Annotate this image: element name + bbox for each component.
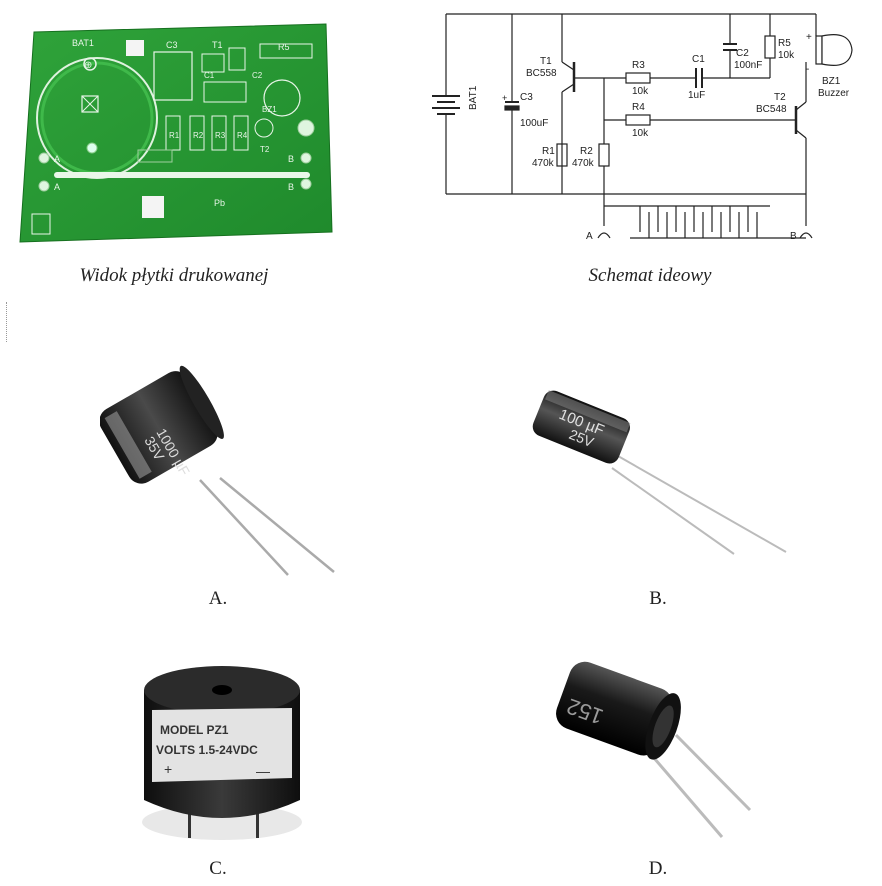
schem-c2: C2: [736, 48, 749, 59]
option-a-label: A.: [208, 588, 228, 609]
schematic-caption: Schemat ideowy: [588, 265, 712, 286]
pcb-label-pb: Pb: [214, 198, 225, 208]
schem-r3-val: 10k: [632, 86, 649, 97]
pcb-label-r1: R1: [169, 131, 180, 140]
schem-t1-type: BC558: [526, 68, 557, 79]
pcb-label-r2: R2: [193, 131, 204, 140]
schem-bz1: BZ1: [822, 76, 841, 87]
component-a-capacitor-photo: 1000 µF 35V: [100, 365, 335, 576]
schem-r3: R3: [632, 60, 645, 71]
pcb-label-bz1: BZ1: [262, 105, 277, 114]
pcb-label-r5: R5: [278, 42, 290, 52]
pcb-label-a-top: A: [54, 154, 60, 164]
buzzer-minus: —: [256, 763, 270, 779]
buzzer-plus: +: [164, 761, 172, 777]
schem-t1: T1: [540, 56, 552, 67]
schem-c3-val: 100uF: [520, 118, 548, 129]
schem-r2-val: 470k: [572, 158, 595, 169]
schem-t2: T2: [774, 92, 786, 103]
schem-c3-plus: +: [502, 93, 507, 103]
schem-c1-val: 1uF: [688, 90, 705, 101]
schem-c1: C1: [692, 54, 705, 65]
schem-c2-val: 100nF: [734, 60, 762, 71]
pcb-label-t2: T2: [260, 145, 270, 154]
pcb-caption: Widok płytki drukowanej: [79, 265, 269, 286]
schem-r5-val: 10k: [778, 50, 795, 61]
pcb-label-b-top: B: [288, 154, 294, 164]
component-b-capacitor-photo: 100 µF 25V: [532, 390, 787, 555]
schem-r2: R2: [580, 146, 593, 157]
option-c-label: C.: [209, 858, 227, 879]
schem-r1: R1: [542, 146, 555, 157]
schem-r5: R5: [778, 38, 791, 49]
buzzer-volts: VOLTS 1.5-24VDC: [156, 743, 258, 757]
svg-text:⊕: ⊕: [84, 60, 92, 71]
pcb-label-bat1: BAT1: [72, 38, 94, 48]
pcb-label-c2: C2: [252, 71, 263, 80]
option-b-label: B.: [649, 588, 667, 609]
schem-bat1: BAT1: [468, 85, 479, 110]
pcb-label-t1: T1: [212, 40, 223, 50]
pcb-photo: ⊕ BAT1 C3 T1 R5 C1 C2 BZ1 T2 Pb R1 R2 R3…: [19, 23, 333, 243]
pcb-label-r4: R4: [237, 131, 248, 140]
circuit-schematic: BAT1 + C3 100uF T1 BC558 R1 470k R2 470k…: [432, 13, 853, 242]
option-d-label: D.: [648, 858, 668, 879]
schem-bz1-minus: -: [806, 64, 809, 75]
pcb-label-c3: C3: [166, 40, 178, 50]
schem-t2-type: BC548: [756, 104, 787, 115]
schem-r1-val: 470k: [532, 158, 555, 169]
schem-bz1-plus: +: [806, 32, 812, 43]
schem-r4: R4: [632, 102, 645, 113]
pcb-label-r3: R3: [215, 131, 226, 140]
component-d-inductor-photo: 152: [556, 661, 752, 838]
schem-c3: C3: [520, 92, 533, 103]
pcb-label-c1: C1: [204, 71, 215, 80]
buzzer-model: MODEL PZ1: [160, 723, 229, 737]
schem-bz1-name: Buzzer: [818, 88, 850, 99]
pcb-label-a-bottom: A: [54, 182, 60, 192]
pcb-label-b-bottom: B: [288, 182, 294, 192]
schem-term-b: B: [790, 231, 797, 242]
schem-term-a: A: [586, 231, 593, 242]
component-c-buzzer-photo: MODEL PZ1 VOLTS 1.5-24VDC + —: [142, 666, 302, 840]
margin-mark: [6, 302, 9, 342]
schem-r4-val: 10k: [632, 128, 649, 139]
